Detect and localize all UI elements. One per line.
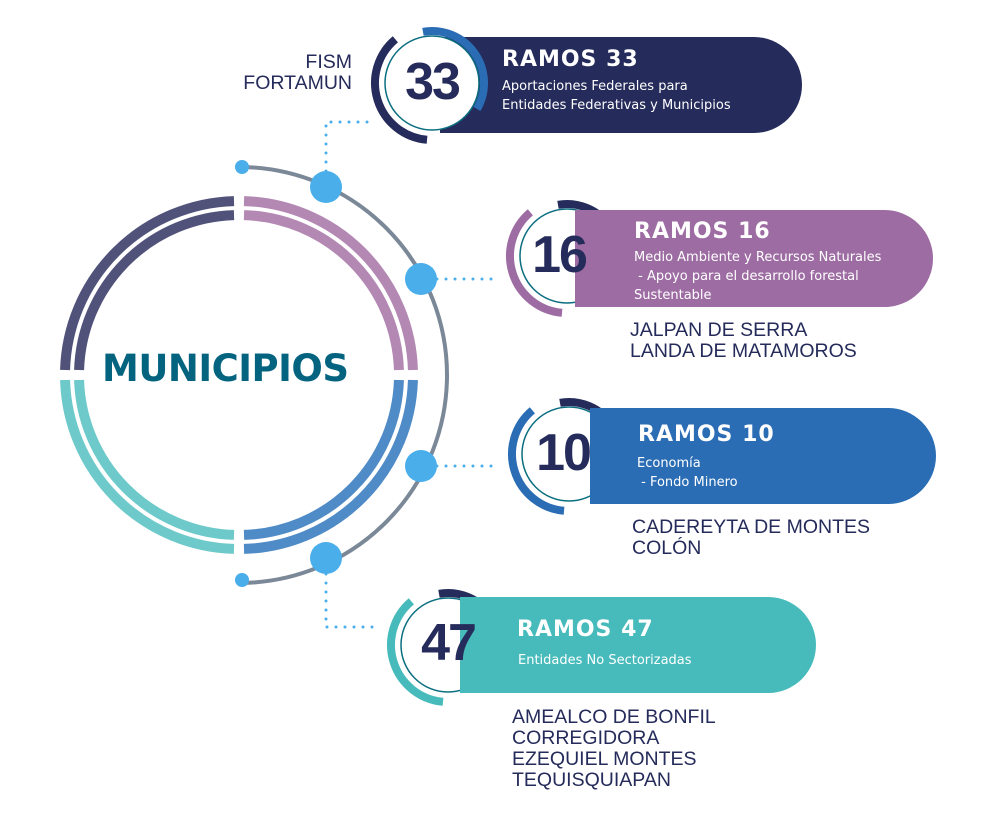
ring-top-right	[243, 196, 418, 371]
ramos-16-description: Medio Ambiente y Recursos Naturales - Ap…	[634, 250, 882, 303]
ring-top-right	[243, 210, 404, 371]
municipio: COLÓN	[632, 537, 702, 559]
ramos-33-municipios: FISM FORTAMUN	[243, 52, 352, 94]
ring-bottom-left	[60, 379, 235, 554]
municipio: JALPAN DE SERRA	[630, 319, 808, 341]
ring-top-left	[60, 196, 235, 371]
ramos-10-municipios: CADEREYTA DE MONTES COLÓN	[632, 517, 870, 559]
badge-arc-left	[508, 407, 565, 515]
ramos-16-title: RAMOS 16	[634, 219, 771, 244]
municipio: TEQUISQUIAPAN	[512, 769, 671, 791]
badge-arc-left	[387, 598, 444, 706]
ramos-47-municipios: AMEALCO DE BONFIL CORREGIDORA EZEQUIEL M…	[512, 707, 716, 791]
ramos-10-description: Economía - Fondo Minero	[637, 456, 738, 490]
municipio: CADEREYTA DE MONTES	[632, 516, 871, 538]
connector-node	[405, 450, 437, 482]
ramos-10-number: 10	[536, 424, 592, 482]
connector-node	[310, 171, 342, 203]
connector-node	[405, 263, 437, 295]
municipio: FORTAMUN	[243, 72, 352, 94]
arc-end-dot	[235, 160, 249, 174]
badge-circle	[384, 35, 480, 131]
arc-end-dot	[235, 573, 249, 587]
ramos-10-card: RAMOS 10 Economía - Fondo Minero	[590, 408, 936, 504]
ramos-16-number: 16	[532, 226, 588, 284]
badge-arc-top	[422, 27, 488, 111]
ramos-33-card: RAMOS 33 Aportaciones Federales para Ent…	[440, 37, 802, 133]
ramos-47-card: RAMOS 47 Entidades No Sectorizadas	[460, 597, 816, 693]
dotted-connector	[324, 120, 378, 173]
ramos-33-description: Aportaciones Federales para Entidades Fe…	[502, 79, 731, 113]
municipio: FISM	[305, 51, 352, 73]
ramos-16-card: RAMOS 16 Medio Ambiente y Recursos Natur…	[575, 210, 933, 307]
ramos-10-title: RAMOS 10	[638, 422, 775, 447]
municipio: LANDA DE MATAMOROS	[630, 340, 857, 362]
badge-arc-left	[506, 209, 563, 317]
ramos-47-description: Entidades No Sectorizadas	[518, 653, 692, 668]
municipio: CORREGIDORA	[512, 727, 660, 749]
ramos-47-number: 47	[421, 614, 477, 672]
ramos-33-number: 33	[405, 53, 461, 111]
ramos-33-title: RAMOS 33	[502, 47, 639, 72]
connector-node	[310, 542, 342, 574]
ramos-16-municipios: JALPAN DE SERRA LANDA DE MATAMOROS	[630, 320, 857, 362]
municipio: AMEALCO DE BONFIL	[512, 706, 716, 728]
ring-bottom-left	[74, 379, 235, 540]
ring-bottom-right	[243, 379, 418, 554]
badge-arc-left	[371, 36, 428, 144]
center-title: MUNICIPIOS	[102, 347, 349, 390]
municipio: EZEQUIEL MONTES	[512, 748, 697, 770]
ring-bottom-right	[243, 379, 404, 540]
ramos-47-title: RAMOS 47	[517, 617, 654, 642]
ring-top-left	[74, 210, 235, 371]
dotted-connector	[324, 572, 378, 629]
